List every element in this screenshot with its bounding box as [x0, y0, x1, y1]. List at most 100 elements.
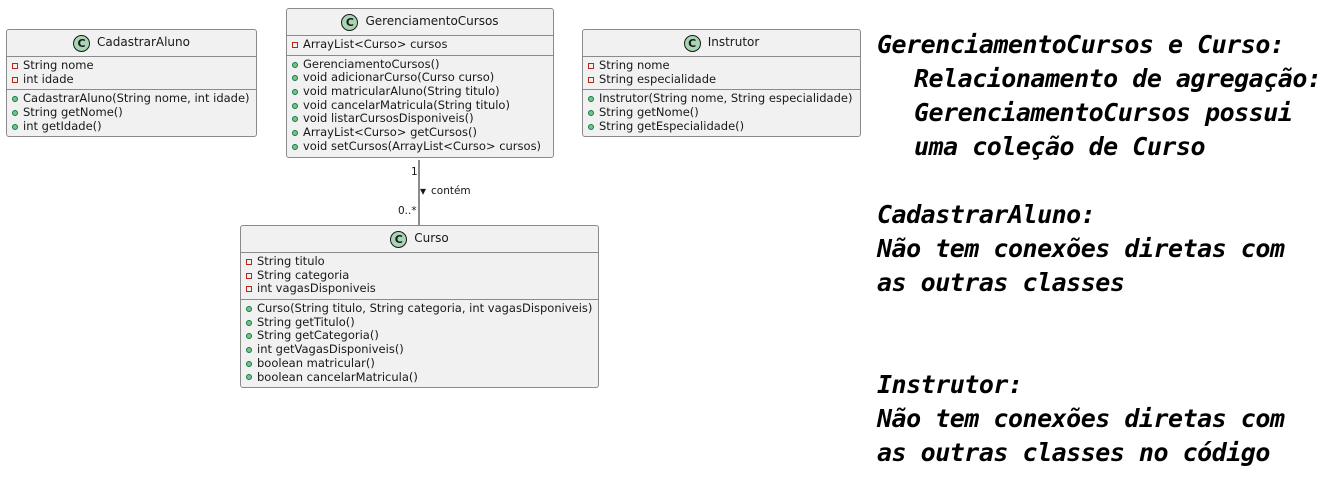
public-visibility-icon	[246, 360, 252, 367]
method-text: String getTitulo()	[257, 314, 355, 329]
method-text: Instrutor(String nome, String especialid…	[599, 91, 853, 106]
method-row: void listarCursosDisponiveis()	[292, 112, 549, 126]
note-title: CadastrarAluno:	[877, 200, 1096, 229]
public-visibility-icon	[292, 75, 298, 82]
method-text: void matricularAluno(String titulo)	[303, 84, 500, 99]
public-visibility-icon	[588, 96, 594, 103]
public-visibility-icon	[246, 305, 252, 312]
method-row: boolean cancelarMatricula()	[246, 369, 594, 385]
attributes-section: ArrayList<Curso> cursos	[287, 36, 553, 55]
class-header: C CadastrarAluno	[7, 30, 256, 57]
public-visibility-icon	[588, 109, 594, 116]
class-c-icon: C	[683, 34, 701, 52]
attribute-text: String nome	[599, 58, 670, 72]
method-text: GerenciamentoCursos()	[303, 56, 440, 71]
attribute-text: String titulo	[257, 254, 325, 268]
method-row: String getEspecialidade()	[588, 118, 856, 134]
public-visibility-icon	[12, 109, 18, 116]
note-line: as outras classes no código	[877, 438, 1270, 467]
private-visibility-icon	[588, 76, 594, 83]
method-text: int getVagasDisponiveis()	[257, 342, 404, 357]
attribute-text: ArrayList<Curso> cursos	[303, 37, 448, 51]
note-line: uma coleção de Curso	[914, 132, 1206, 161]
method-text: String getEspecialidade()	[599, 118, 745, 133]
method-text: void listarCursosDisponiveis()	[303, 111, 474, 126]
class-header: C Instrutor	[583, 30, 860, 57]
method-text: boolean matricular()	[257, 355, 375, 370]
association-direction-icon: ▾	[420, 184, 427, 198]
method-row: Curso(String titulo, String categoria, i…	[246, 301, 594, 316]
method-row: CadastrarAluno(String nome, int idade)	[12, 92, 252, 106]
private-visibility-icon	[246, 258, 252, 265]
public-visibility-icon	[246, 333, 252, 340]
method-row: void matricularAluno(String titulo)	[292, 84, 549, 99]
class-name: Instrutor	[707, 35, 760, 50]
public-visibility-icon	[292, 88, 298, 95]
attribute-text: int vagasDisponiveis	[257, 281, 376, 296]
attribute-row: String especialidade	[588, 72, 856, 87]
method-text: CadastrarAluno(String nome, int idade)	[23, 91, 250, 106]
method-row: String getNome()	[12, 105, 252, 120]
method-row: String getCategoria()	[246, 329, 594, 343]
public-visibility-icon	[246, 374, 252, 381]
public-visibility-icon	[246, 346, 252, 353]
method-row: void cancelarMatricula(String titulo)	[292, 98, 549, 113]
public-visibility-icon	[292, 61, 298, 68]
method-row: void setCursos(ArrayList<Curso> cursos)	[292, 138, 549, 154]
class-c-icon: C	[390, 230, 408, 248]
public-visibility-icon	[292, 102, 298, 109]
method-row: ArrayList<Curso> getCursos()	[292, 125, 549, 140]
attribute-row: ArrayList<Curso> cursos	[292, 37, 549, 52]
note-title: Instrutor:	[877, 370, 1023, 399]
public-visibility-icon	[246, 319, 252, 326]
private-visibility-icon	[292, 41, 298, 48]
public-visibility-icon	[292, 129, 298, 136]
public-visibility-icon	[588, 123, 594, 130]
attribute-row: String nome	[12, 58, 252, 73]
method-row: void adicionarCurso(Curso curso)	[292, 71, 549, 85]
class-gerenciamento-cursos[interactable]: C GerenciamentoCursos ArrayList<Curso> c…	[286, 8, 554, 158]
note-line: as outras classes	[877, 268, 1125, 297]
public-visibility-icon	[292, 143, 298, 150]
method-text: String getNome()	[599, 105, 699, 120]
attribute-text: String nome	[23, 58, 94, 72]
class-name: CadastrarAluno	[97, 35, 190, 50]
method-text: int getIdade()	[23, 118, 102, 133]
class-header: C Curso	[241, 226, 598, 253]
class-c-icon: C	[73, 34, 90, 52]
method-row: int getVagasDisponiveis()	[246, 342, 594, 357]
public-visibility-icon	[292, 116, 298, 123]
method-text: boolean cancelarMatricula()	[257, 369, 418, 384]
method-row: String getNome()	[588, 105, 856, 120]
method-row: String getTitulo()	[246, 314, 594, 330]
private-visibility-icon	[246, 272, 252, 279]
method-text: String getNome()	[23, 105, 123, 120]
class-c-icon: C	[341, 13, 359, 31]
private-visibility-icon	[12, 76, 18, 83]
method-row: boolean matricular()	[246, 355, 594, 371]
method-text: void adicionarCurso(Curso curso)	[303, 70, 495, 85]
method-row: int getIdade()	[12, 118, 252, 134]
method-text: void setCursos(ArrayList<Curso> cursos)	[303, 138, 542, 153]
class-name: Curso	[414, 231, 449, 246]
private-visibility-icon	[588, 62, 594, 69]
methods-section: CadastrarAluno(String nome, int idade)St…	[7, 89, 256, 136]
attribute-row: String categoria	[246, 268, 594, 283]
class-name: GerenciamentoCursos	[365, 14, 499, 29]
private-visibility-icon	[246, 286, 252, 293]
methods-section: Curso(String titulo, String categoria, i…	[241, 299, 598, 387]
method-text: Curso(String titulo, String categoria, i…	[257, 301, 593, 316]
annotation-note: GerenciamentoCursos e Curso: Relacioname…	[877, 28, 1322, 470]
attribute-row: String titulo	[246, 254, 594, 269]
method-text: ArrayList<Curso> getCursos()	[303, 125, 477, 140]
attribute-row: int vagasDisponiveis	[246, 282, 594, 296]
method-row: GerenciamentoCursos()	[292, 56, 549, 72]
method-text: String getCategoria()	[257, 328, 379, 343]
note-title: GerenciamentoCursos e Curso:	[877, 30, 1285, 59]
